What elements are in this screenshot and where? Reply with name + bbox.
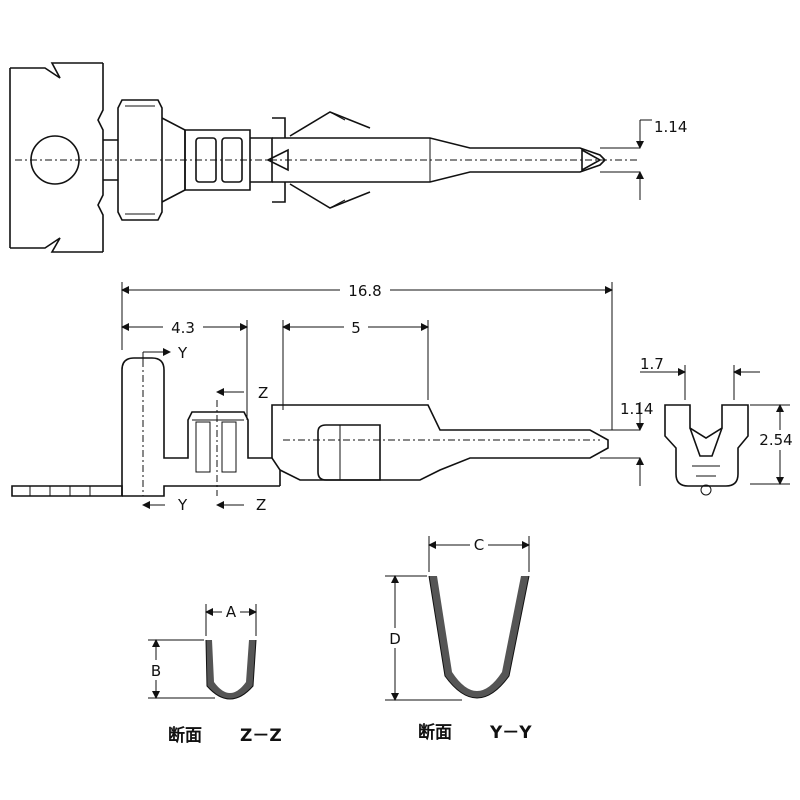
side-view: 16.8 4.3 5 1.14 — [11, 280, 653, 514]
section-z-prefix: 断面 — [168, 725, 202, 746]
total-length-label: 16.8 — [348, 282, 381, 300]
dim-d-label: D — [389, 630, 401, 648]
height-label: 2.54 — [759, 431, 792, 449]
crimp-length-label: 4.3 — [171, 319, 195, 337]
end-view: 1.7 2.54 — [640, 355, 797, 496]
pin-height-top-label: 1.14 — [654, 118, 687, 136]
section-mark-y-top: Y — [177, 344, 188, 362]
section-y-prefix: 断面 — [418, 722, 452, 743]
section-y-name: Y－Y — [489, 723, 532, 743]
dim-a-label: A — [226, 603, 237, 621]
top-view: 1.14 — [9, 62, 687, 253]
section-y-y: C D 断面 Y－Y — [385, 534, 532, 743]
dim-c-label: C — [474, 536, 484, 554]
width-label: 1.7 — [640, 355, 664, 373]
contact-length-label: 5 — [351, 319, 361, 337]
section-z-name: Z－Z — [240, 726, 282, 746]
section-mark-z-top: Z — [258, 384, 268, 402]
section-mark-y-bottom: Y — [177, 496, 188, 514]
section-mark-z-bottom: Z — [256, 496, 266, 514]
dim-b-label: B — [151, 662, 161, 680]
section-z-z: A B 断面 Z－Z — [148, 601, 282, 746]
pin-height-side-label: 1.14 — [620, 400, 653, 418]
